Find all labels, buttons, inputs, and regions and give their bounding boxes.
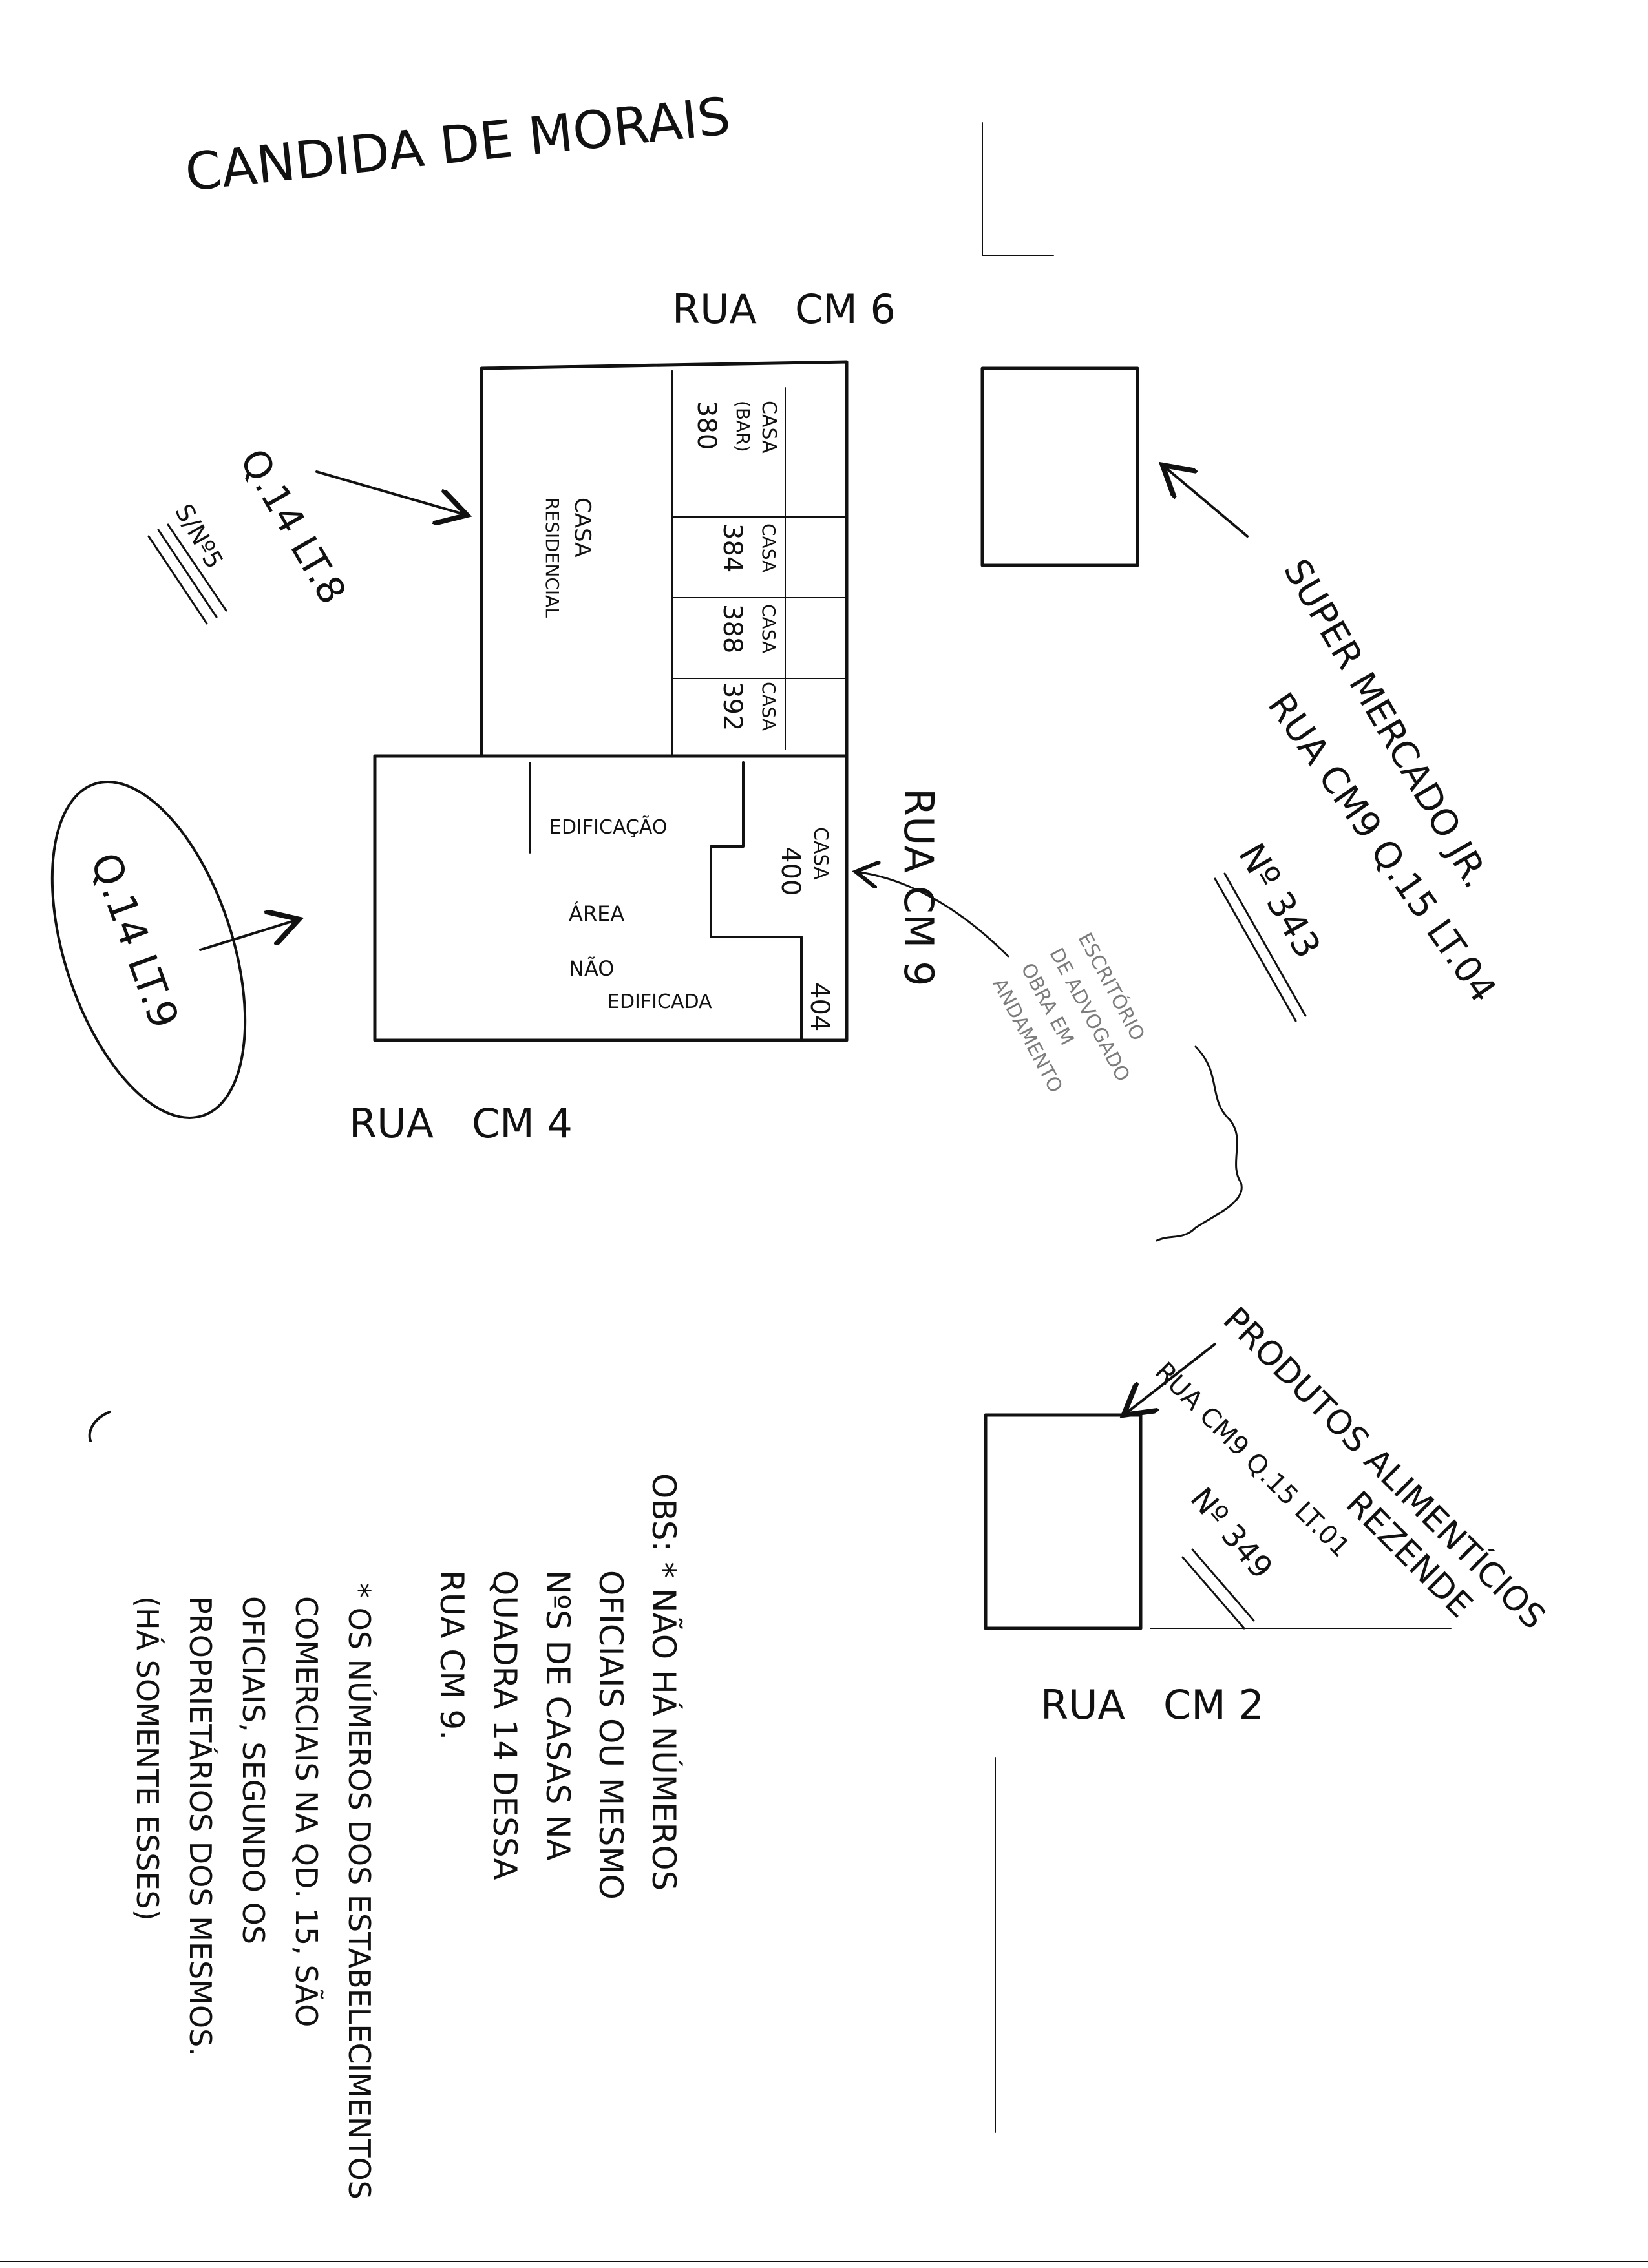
lot-8-underline: [147, 523, 227, 625]
obs-open-paren: [88, 1411, 111, 1442]
lot-8-label: Q.14 LT.8: [231, 441, 355, 611]
obs-line: OBS: * NÃO HÁ NÚMEROS: [645, 1473, 683, 1891]
area-line-3: EDIFICADA: [607, 991, 712, 1013]
lot-388: CASA 388: [717, 604, 779, 653]
obs-line: PROPRIETÁRIOS DOS MESMOS.: [183, 1596, 218, 2057]
lot-9-arrow: [199, 921, 294, 951]
lot-380: CASA (BAR) 380: [692, 401, 780, 454]
lot-384: CASA 384: [717, 523, 779, 572]
street-cm6-label: RUA CM 6: [672, 286, 896, 333]
scribble-cloud: [1156, 1045, 1243, 1242]
lot-number: 388: [717, 604, 747, 653]
supermercado-number-underline: [1214, 872, 1307, 1022]
produtos-number: Nº 349: [1183, 1481, 1280, 1586]
upper-building-outline: [480, 360, 849, 758]
corner-mark: [982, 122, 1054, 256]
street-cm9-label: RUA CM 9: [895, 788, 942, 987]
casa-main-label: CASA: [569, 498, 595, 557]
obs-line: OFICIAIS OU MESMO: [592, 1570, 629, 1900]
lot-label: CASA: [757, 401, 780, 454]
lot-label: CASA: [758, 682, 779, 731]
number-404: 404: [805, 982, 834, 1031]
lot-8-arrow: [315, 470, 462, 514]
lot-sub-label: (BAR): [732, 401, 754, 452]
casa-main-sub-label: RESIDENCIAL: [542, 498, 563, 618]
observations-note: OBS: * NÃO HÁ NÚMEROS OFICIAIS OU MESMO …: [130, 1473, 683, 2200]
lot-label: CASA: [758, 523, 779, 572]
supermercado-arrow: [1167, 468, 1249, 538]
lot-9-label: Q.14 LT.9: [81, 846, 188, 1034]
lower-building-outline: [373, 754, 849, 1042]
edificacao-label: EDIFICAÇÃO: [549, 815, 668, 839]
produtos-number-underline: [1181, 1548, 1255, 1630]
obs-line: COMERCIAIS NA QD. 15, SÃO: [289, 1596, 324, 2027]
lot-9-circle: [50, 781, 247, 1119]
area-line-1: ÁREA: [569, 901, 624, 926]
scribble-arrow: [860, 872, 1009, 958]
lot-number: 392: [717, 682, 747, 731]
lot-392: CASA 392: [717, 682, 779, 731]
produtos-arrow: [1128, 1343, 1216, 1412]
area-line-2: NÃO: [569, 956, 614, 981]
obs-line: * OS NÚMEROS DOS ESTABELECIMENTOS: [342, 1583, 377, 2200]
lot-number: 384: [717, 523, 747, 572]
obs-line: OFICIAIS, SEGUNDO OS: [236, 1596, 271, 1944]
street-cm4-label: RUA CM 4: [349, 1100, 573, 1147]
number-400: 400: [776, 846, 805, 896]
page-title: CANDIDA DE MORAIS: [182, 86, 733, 203]
obs-line: (HÁ SOMENTE ESSES): [130, 1596, 165, 1921]
obs-line: RUA CM 9.: [433, 1570, 470, 1740]
lot-number: 380: [692, 401, 721, 450]
produtos-building: [984, 1413, 1143, 1630]
lot-8-number: S/Nº5: [169, 499, 229, 574]
supermercado-building: [980, 366, 1139, 567]
street-cm2-label: RUA CM 2: [1041, 1681, 1264, 1728]
lot-label: CASA: [758, 604, 779, 653]
scribble-note: ESCRITÓRIO DE ADVOGADO OBRA EM ANDAMENTO: [988, 929, 1150, 1097]
side-casa-outline: [710, 761, 803, 1042]
obs-line: NºS DE CASAS NA: [539, 1570, 576, 1861]
casa-side-label: CASA: [809, 827, 832, 880]
obs-line: QUADRA 14 DESSA: [486, 1570, 523, 1880]
supermercado-number: Nº 343: [1230, 837, 1329, 966]
